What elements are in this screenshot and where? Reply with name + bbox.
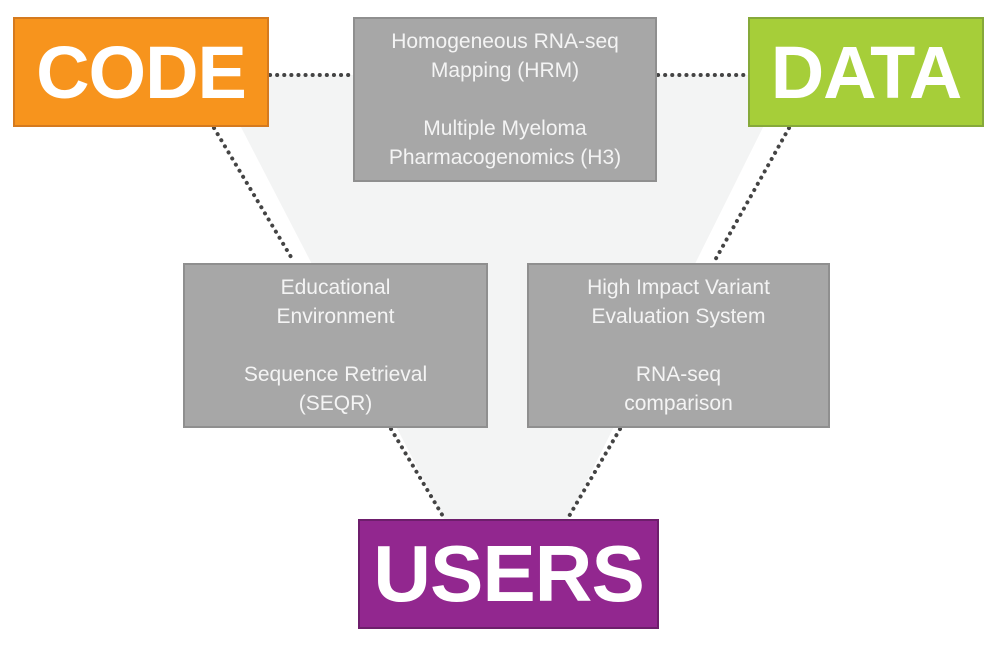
project-title: Environment [276, 305, 395, 328]
project-title: Mapping (HRM) [430, 59, 580, 82]
project-title: Evaluation System [591, 305, 766, 328]
project-title: Educational [280, 276, 391, 299]
project-title: RNA-seq [635, 363, 722, 386]
code-label: CODE [36, 30, 247, 114]
code-node: CODE [13, 17, 269, 127]
connector-right-users [566, 427, 622, 520]
users-label: USERS [373, 529, 645, 618]
triangle-fill [214, 75, 789, 519]
project-box-top: Homogeneous RNA-seq Mapping (HRM) Multip… [353, 17, 657, 182]
connector-data-right [712, 126, 791, 264]
project-title: Sequence Retrieval [243, 363, 428, 386]
data-label: DATA [770, 30, 963, 114]
project-box-left: Educational Environment Sequence Retriev… [183, 263, 488, 428]
data-node: DATA [748, 17, 984, 127]
project-title: comparison [624, 392, 733, 415]
connector-left-users [389, 427, 446, 520]
project-title: High Impact Variant [587, 276, 770, 299]
project-title: Pharmacogenomics (H3) [388, 146, 622, 169]
project-box-right: High Impact Variant Evaluation System RN… [527, 263, 830, 428]
project-title: Multiple Myeloma [423, 117, 587, 140]
project-title: (SEQR) [298, 392, 373, 415]
project-title: Homogeneous RNA-seq [391, 30, 619, 53]
connector-code-left [212, 126, 296, 264]
users-node: USERS [358, 519, 659, 629]
